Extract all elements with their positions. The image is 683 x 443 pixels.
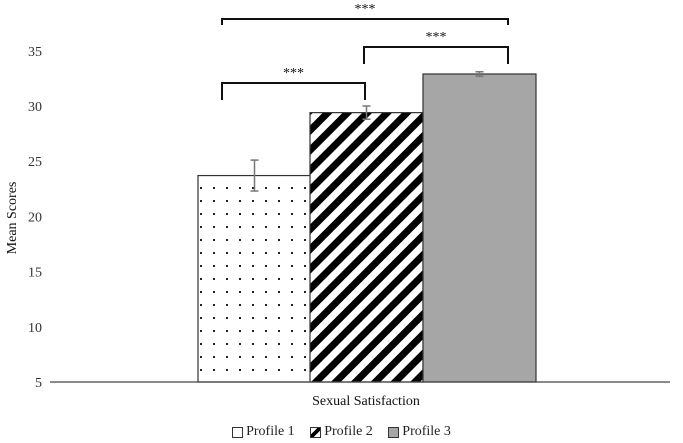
solid-swatch-icon bbox=[388, 426, 400, 438]
error-bar bbox=[475, 71, 484, 77]
stripes-swatch-icon bbox=[310, 426, 322, 438]
y-tick-label: 30 bbox=[28, 100, 42, 115]
legend-item-profile-3: Profile 3 bbox=[388, 424, 451, 440]
y-tick-label: 10 bbox=[28, 321, 42, 336]
bar-profile-3 bbox=[422, 73, 537, 383]
significance-label: *** bbox=[283, 66, 304, 81]
y-tick-label: 35 bbox=[28, 45, 42, 60]
significance-label: *** bbox=[355, 2, 376, 17]
significance-bracket bbox=[221, 82, 366, 100]
y-tick-label: 15 bbox=[28, 266, 42, 281]
significance-bracket bbox=[221, 18, 509, 25]
significance-bracket bbox=[363, 46, 509, 64]
significance-label: *** bbox=[426, 30, 447, 45]
y-tick-label: 25 bbox=[28, 155, 42, 170]
significance-brackets: *** *** *** bbox=[221, 2, 509, 100]
legend: Profile 1 Profile 2 Profile 3 bbox=[0, 424, 683, 443]
dots-swatch-icon bbox=[232, 426, 244, 438]
error-bar bbox=[250, 159, 259, 192]
bar-profile-2 bbox=[309, 112, 424, 383]
y-tick-label: 20 bbox=[28, 210, 42, 225]
bar-profile-1 bbox=[197, 174, 312, 383]
y-axis-ticks: 5 10 15 20 25 30 35 bbox=[28, 45, 42, 391]
legend-item-profile-1: Profile 1 bbox=[232, 424, 295, 440]
legend-item-profile-2: Profile 2 bbox=[310, 424, 373, 440]
y-axis-label: Mean Scores bbox=[5, 182, 20, 255]
bars bbox=[197, 71, 537, 383]
x-axis-label: Sexual Satisfaction bbox=[312, 394, 420, 409]
error-bar bbox=[362, 105, 371, 120]
y-tick-label: 5 bbox=[35, 376, 42, 391]
